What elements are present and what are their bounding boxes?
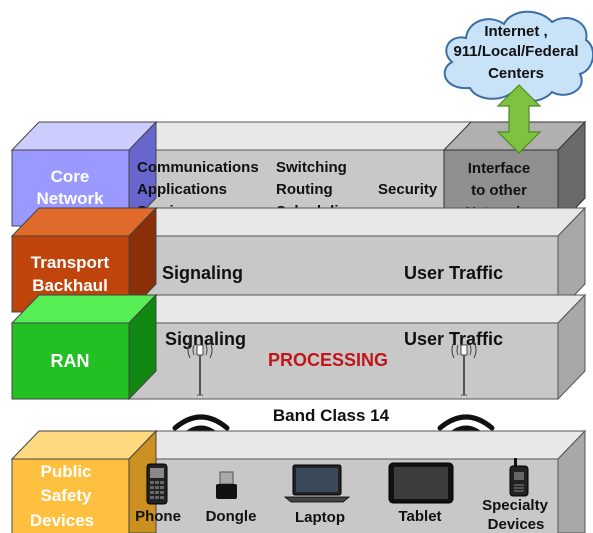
cloud-line2: 911/Local/Federal (453, 43, 578, 60)
ran-slab-top (128, 294, 587, 324)
radio-icon (509, 458, 529, 497)
ran-user-traffic-label: User Traffic (404, 329, 503, 349)
devices-label-line1: Public (40, 462, 91, 481)
devices-label-line2: Safety (40, 486, 92, 505)
core-col1-item: Communications (137, 159, 259, 176)
devices-slab-top (128, 430, 587, 460)
tablet-icon (388, 462, 454, 504)
cloud-line1: Internet , (484, 23, 547, 40)
device-label: Tablet (398, 508, 441, 525)
device-label: Dongle (206, 508, 257, 525)
band-class-label: Band Class 14 (273, 406, 390, 425)
transport-label-line2: Backhaul (32, 276, 108, 295)
dongle-icon (216, 471, 237, 499)
antenna-tower-icon (451, 341, 477, 396)
ran-slab-front (129, 322, 559, 400)
transport-user-traffic-label: User Traffic (404, 263, 503, 283)
bidirectional-arrow-icon (496, 84, 542, 154)
device-label: Phone (135, 508, 181, 525)
ran-label: RAN (51, 351, 90, 371)
ran-signaling-label: Signaling (165, 329, 246, 349)
device-label: Specialty (482, 497, 549, 514)
ran-layer: RAN Signaling User Traffic PROCESSING (10, 293, 587, 401)
core-col2-item: Routing (276, 181, 333, 198)
core-label-line2: Network (36, 189, 104, 208)
core-col2-item: Switching (276, 159, 347, 176)
phone-icon (146, 463, 168, 505)
core-layer: Core Network Communications Applications… (10, 120, 587, 228)
core-label-line1: Core (51, 167, 90, 186)
device-label-line2: Devices (488, 516, 545, 533)
devices-label-front (11, 458, 130, 533)
ran-processing-label: PROCESSING (268, 350, 388, 370)
core-col1-item: Applications (137, 181, 227, 198)
interface-line: Interface (468, 160, 531, 177)
interface-line: to other (471, 182, 527, 199)
ran-label-front (11, 322, 130, 400)
cloud-line3: Centers (488, 65, 544, 82)
core-col3-item: Security (378, 181, 438, 198)
antenna-tower-icon (187, 341, 213, 396)
laptop-icon (283, 464, 351, 503)
devices-slab-front (129, 458, 559, 533)
transport-label-line1: Transport (31, 253, 110, 272)
device-label: Laptop (295, 509, 345, 526)
devices-layer: Public Safety Devices (10, 429, 587, 533)
transport-signaling-label: Signaling (162, 263, 243, 283)
devices-label-line3: Devices (30, 511, 94, 530)
transport-slab-top (128, 207, 587, 237)
